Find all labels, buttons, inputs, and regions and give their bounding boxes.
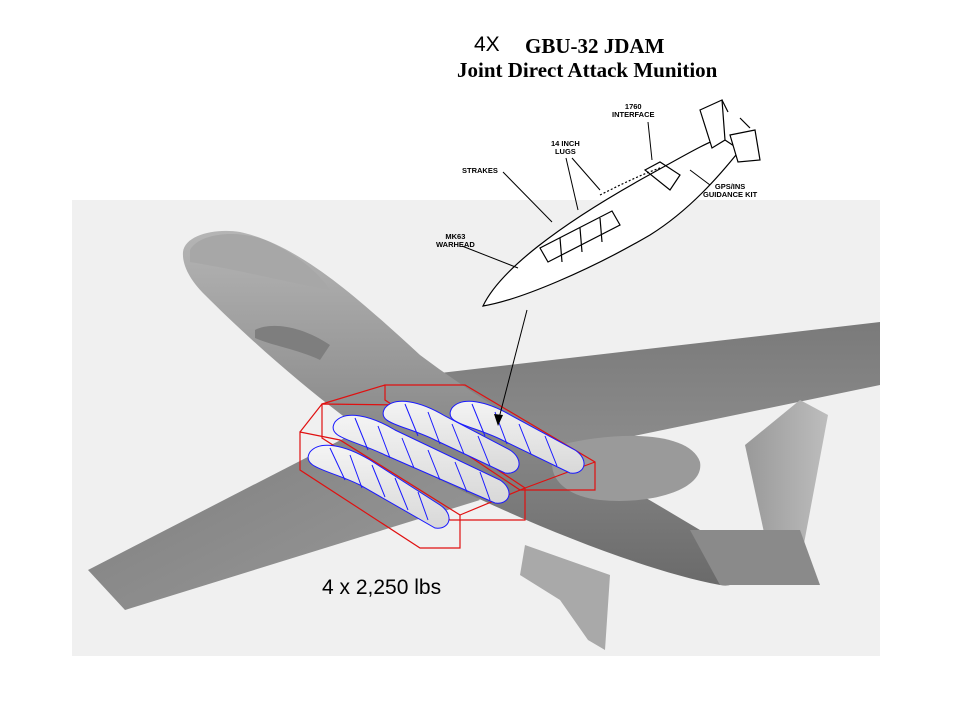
title-munition-name: Joint Direct Attack Munition <box>457 58 718 82</box>
bomb-3 <box>382 400 520 474</box>
payload-weight-label: 4 x 2,250 lbs <box>322 576 442 599</box>
bomb-1 <box>307 444 450 529</box>
tail-plane <box>690 530 820 585</box>
bomb-4 <box>449 400 585 474</box>
title-munition-code: GBU-32 JDAM <box>525 34 665 58</box>
callout-lugs: 14 INCH LUGS <box>551 139 580 156</box>
callout-strakes: STRAKES <box>462 166 498 175</box>
left-wing <box>88 412 480 610</box>
callout-1760-interface: 1760 INTERFACE <box>612 102 655 119</box>
engine-nacelle <box>552 435 701 501</box>
side-fairing <box>255 325 330 360</box>
callout-leaders <box>461 121 711 423</box>
callout-warhead: MK63 WARHEAD <box>436 232 475 249</box>
bomb-2 <box>332 414 510 504</box>
tail-fin-lower <box>520 545 610 650</box>
nose-bulge <box>190 234 330 290</box>
jdam-diagram <box>481 99 761 307</box>
callout-guidance-kit: GPS/INS GUIDANCE KIT <box>703 182 758 199</box>
title-count: 4X <box>474 33 500 56</box>
pointer-arrowhead <box>494 414 503 426</box>
